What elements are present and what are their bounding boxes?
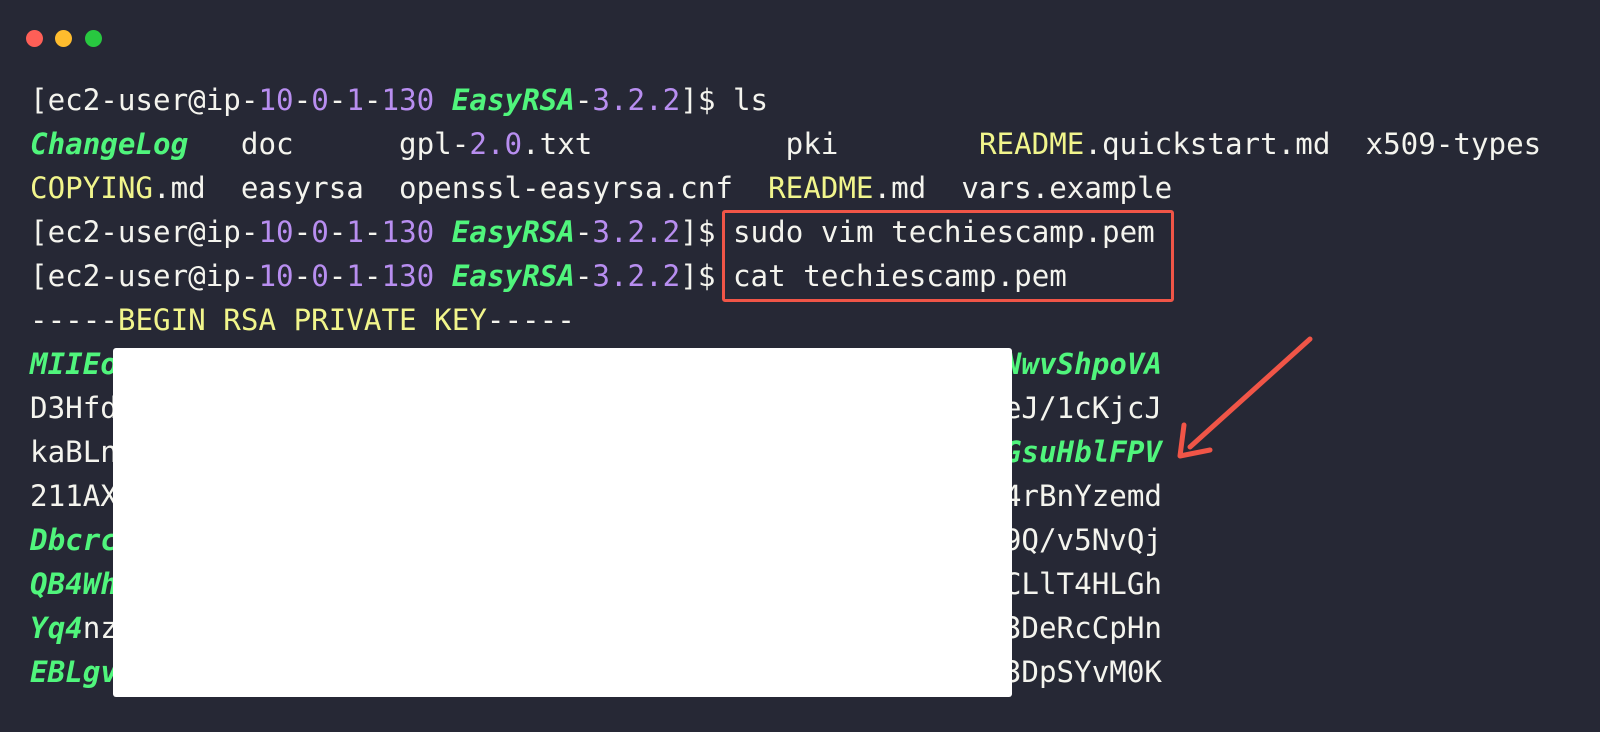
- terminal-line: -----BEGIN RSA PRIVATE KEY-----: [30, 298, 1570, 342]
- highlight-box: [722, 210, 1174, 302]
- terminal-text: -: [328, 259, 347, 293]
- terminal-text: .txt pki: [522, 127, 979, 161]
- terminal-text: 3DeRcCpHn: [1003, 611, 1162, 645]
- terminal-line: Yq4nz 3DeRcCpHn: [30, 606, 1570, 650]
- terminal-text: MIIEo: [30, 347, 118, 381]
- terminal-text: ]$ ls: [680, 83, 769, 117]
- terminal-text: EasyRSA: [451, 215, 575, 249]
- terminal-text: 3.2.2: [592, 83, 681, 117]
- terminal-text: Yq4: [30, 611, 83, 645]
- terminal-text: kaBLn: [30, 435, 118, 469]
- terminal-text: GsuHblFPV: [1003, 435, 1162, 469]
- terminal-text: -: [293, 83, 312, 117]
- close-button[interactable]: [26, 30, 43, 47]
- terminal-text: -: [574, 83, 593, 117]
- terminal-text: [ec2-user@ip-: [30, 215, 259, 249]
- maximize-button[interactable]: [85, 30, 102, 47]
- terminal-text: -: [363, 259, 382, 293]
- terminal-text: README: [978, 127, 1085, 161]
- terminal-text-right: 3DpSYvM0K: [1004, 650, 1162, 694]
- terminal-text: -----: [486, 303, 575, 337]
- terminal-text: 0: [311, 259, 329, 293]
- terminal-text: -: [363, 83, 382, 117]
- terminal-line: D3Hfd eJ/1cKjcJ: [30, 386, 1570, 430]
- terminal-text-right: CLlT4HLGh: [1004, 562, 1162, 606]
- terminal-text: -: [293, 259, 312, 293]
- terminal-line: ChangeLog doc gpl-2.0.txt pki README.qui…: [30, 122, 1570, 166]
- terminal-text: nz: [82, 611, 118, 645]
- terminal-line: [ec2-user@ip-10-0-1-130 EasyRSA-3.2.2]$ …: [30, 210, 1570, 254]
- terminal-text: 3.2.2: [592, 259, 681, 293]
- terminal-text: 1: [346, 259, 364, 293]
- terminal-text: ]$ sudo vim techiescamp.pem: [680, 215, 1155, 249]
- terminal-line: [ec2-user@ip-10-0-1-130 EasyRSA-3.2.2]$ …: [30, 254, 1570, 298]
- terminal-text: 3.2.2: [592, 215, 681, 249]
- terminal-output[interactable]: [ec2-user@ip-10-0-1-130 EasyRSA-3.2.2]$ …: [30, 78, 1570, 694]
- terminal-text: 0: [311, 215, 329, 249]
- terminal-text: 1: [346, 83, 364, 117]
- terminal-text: CLlT4HLGh: [1003, 567, 1162, 601]
- terminal-text: COPYING: [30, 171, 154, 205]
- terminal-text: -: [328, 83, 347, 117]
- terminal-text: -----: [30, 303, 118, 337]
- terminal-text: -: [574, 215, 593, 249]
- terminal-line: EBLgv 3DpSYvM0K: [30, 650, 1570, 694]
- terminal-text: 2.0: [469, 127, 523, 161]
- terminal-text-right: 9Q/v5NvQj: [1004, 518, 1162, 562]
- terminal-text: 0: [311, 83, 329, 117]
- terminal-text: .md easyrsa openssl-easyrsa.cnf: [153, 171, 769, 205]
- terminal-text: -: [574, 259, 593, 293]
- terminal-text: 130: [381, 259, 435, 293]
- terminal-text: .md vars.example: [873, 171, 1173, 205]
- terminal-text: 3DpSYvM0K: [1003, 655, 1162, 689]
- terminal-text: .quickstart.md x509-types: [1084, 127, 1542, 161]
- terminal-line: 211AX 4rBnYzemd: [30, 474, 1570, 518]
- terminal-text: QB4Wh: [30, 567, 118, 601]
- terminal-text: ]$ cat techiescamp.pem: [680, 259, 1067, 293]
- terminal-text: 10: [258, 215, 294, 249]
- terminal-text: README: [768, 171, 874, 205]
- terminal-text: D3Hfd: [30, 391, 118, 425]
- minimize-button[interactable]: [55, 30, 72, 47]
- terminal-text: -: [328, 215, 347, 249]
- terminal-text: 211AX: [30, 479, 118, 513]
- terminal-text: 4rBnYzemd: [1003, 479, 1162, 513]
- terminal-text: ChangeLog: [30, 127, 189, 161]
- terminal-text: 1: [346, 215, 364, 249]
- terminal-text-right: GsuHblFPV: [1004, 430, 1162, 474]
- terminal-text-right: eJ/1cKjcJ: [1004, 386, 1162, 430]
- terminal-text: eJ/1cKjcJ: [1003, 391, 1162, 425]
- terminal-line: QB4Wh CLlT4HLGh: [30, 562, 1570, 606]
- terminal-text: -: [293, 215, 312, 249]
- terminal-text: EasyRSA: [451, 259, 575, 293]
- terminal-text: 10: [258, 83, 294, 117]
- terminal-line: kaBLn GsuHblFPV: [30, 430, 1570, 474]
- terminal-text: BEGIN RSA PRIVATE KEY: [117, 303, 487, 337]
- terminal-text: NwvShpoVA: [1003, 347, 1162, 381]
- terminal-text: Dbcrc: [30, 523, 118, 557]
- redaction-box: [113, 348, 1012, 697]
- terminal-text: [ec2-user@ip-: [30, 83, 259, 117]
- terminal-text: EBLgv: [30, 655, 118, 689]
- terminal-line: COPYING.md easyrsa openssl-easyrsa.cnf R…: [30, 166, 1570, 210]
- terminal-text: [ec2-user@ip-: [30, 259, 259, 293]
- terminal-text: 130: [381, 83, 435, 117]
- terminal-text: 130: [381, 215, 435, 249]
- terminal-text: 10: [258, 259, 294, 293]
- terminal-line: [ec2-user@ip-10-0-1-130 EasyRSA-3.2.2]$ …: [30, 78, 1570, 122]
- terminal-line: Dbcrc 9Q/v5NvQj: [30, 518, 1570, 562]
- terminal-text-right: NwvShpoVA: [1004, 342, 1162, 386]
- terminal-text: 9Q/v5NvQj: [1003, 523, 1162, 557]
- terminal-text: EasyRSA: [451, 83, 575, 117]
- terminal-text: doc gpl-: [188, 127, 470, 161]
- terminal-text-right: 4rBnYzemd: [1004, 474, 1162, 518]
- terminal-text: -: [363, 215, 382, 249]
- terminal-text-right: 3DeRcCpHn: [1004, 606, 1162, 650]
- terminal-line: MIIEo NwvShpoVA: [30, 342, 1570, 386]
